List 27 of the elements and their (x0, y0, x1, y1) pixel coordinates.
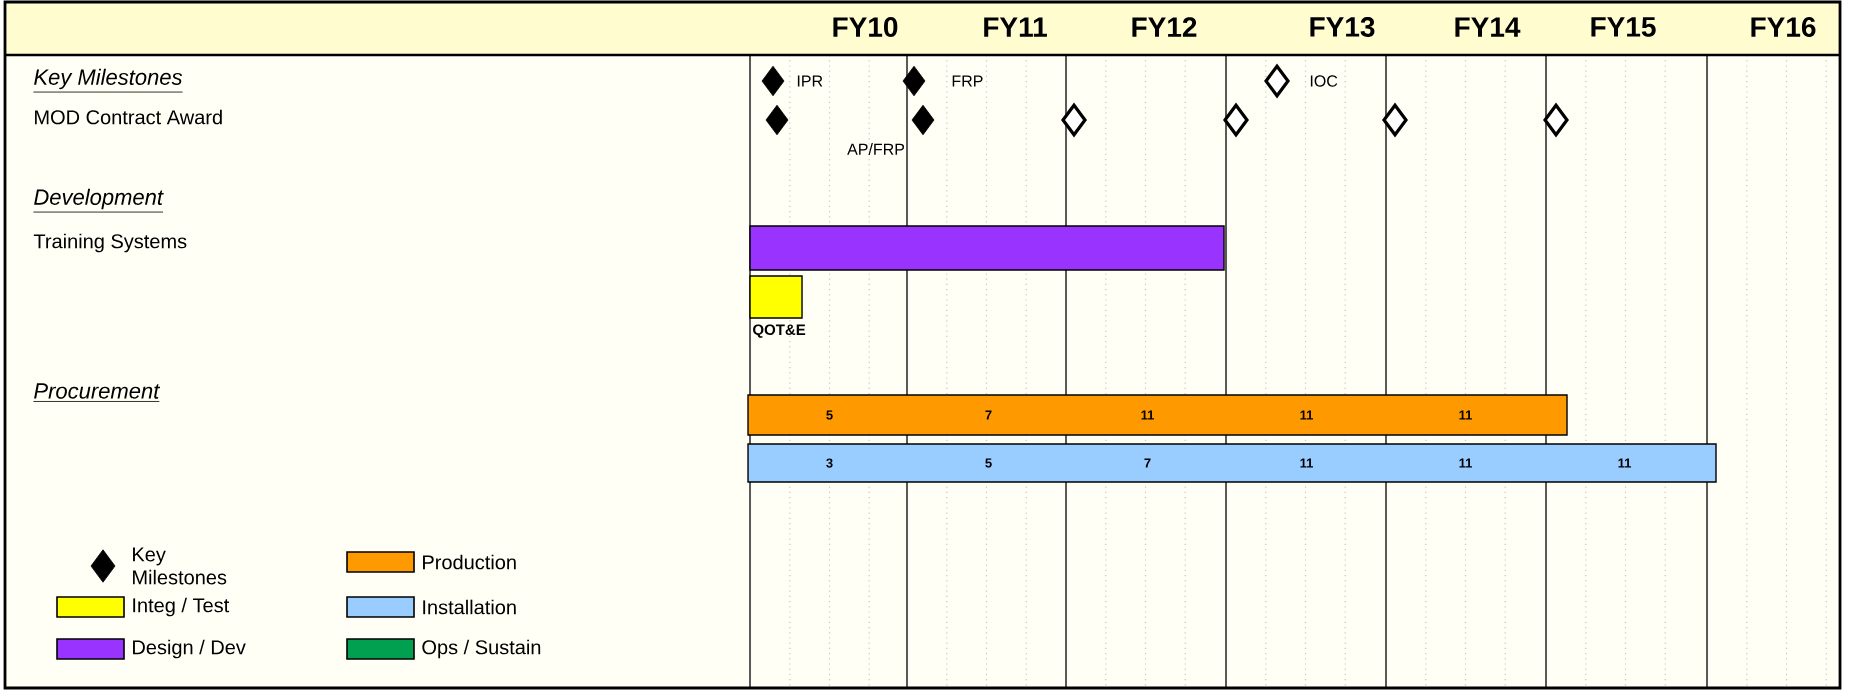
legend-label: Design / Dev (133, 639, 246, 659)
milestone-label: IOC (1310, 75, 1338, 87)
gantt-bar (749, 225, 1225, 271)
fiscal-year-label: FY16 (1751, 17, 1816, 37)
gantt-bar: 3 5 7 11 11 11 (747, 443, 1717, 483)
gantt-bar (749, 275, 803, 319)
legend-label: Key Milestones (133, 547, 227, 585)
fiscal-year-label: FY13 (1310, 17, 1375, 37)
legend-label: Production (423, 554, 516, 570)
section-heading: Procurement (33, 383, 161, 402)
legend-label: Installation (423, 599, 516, 615)
milestone-label: AP/FRP (847, 143, 905, 155)
fiscal-year-label: FY10 (833, 17, 898, 37)
row-label: MOD Contract Award (35, 109, 222, 125)
milestone-label: FRP (952, 75, 983, 87)
fiscal-year-label: FY15 (1591, 17, 1656, 37)
gantt-bar: 5 7 11 11 11 (747, 394, 1568, 436)
milestone-label: IPR (797, 75, 823, 87)
bar-caption: QOT&E (753, 324, 806, 338)
legend-label: Integ / Test (133, 597, 230, 617)
section-heading: Development (33, 188, 164, 213)
fiscal-year-label: FY12 (1132, 17, 1197, 37)
fiscal-year-label: FY14 (1455, 17, 1521, 37)
section-heading: Key Milestones (33, 68, 183, 93)
legend-label: Ops / Sustain (422, 639, 541, 659)
fiscal-year-label: FY11 (984, 17, 1047, 37)
row-label: Training Systems (33, 233, 187, 253)
